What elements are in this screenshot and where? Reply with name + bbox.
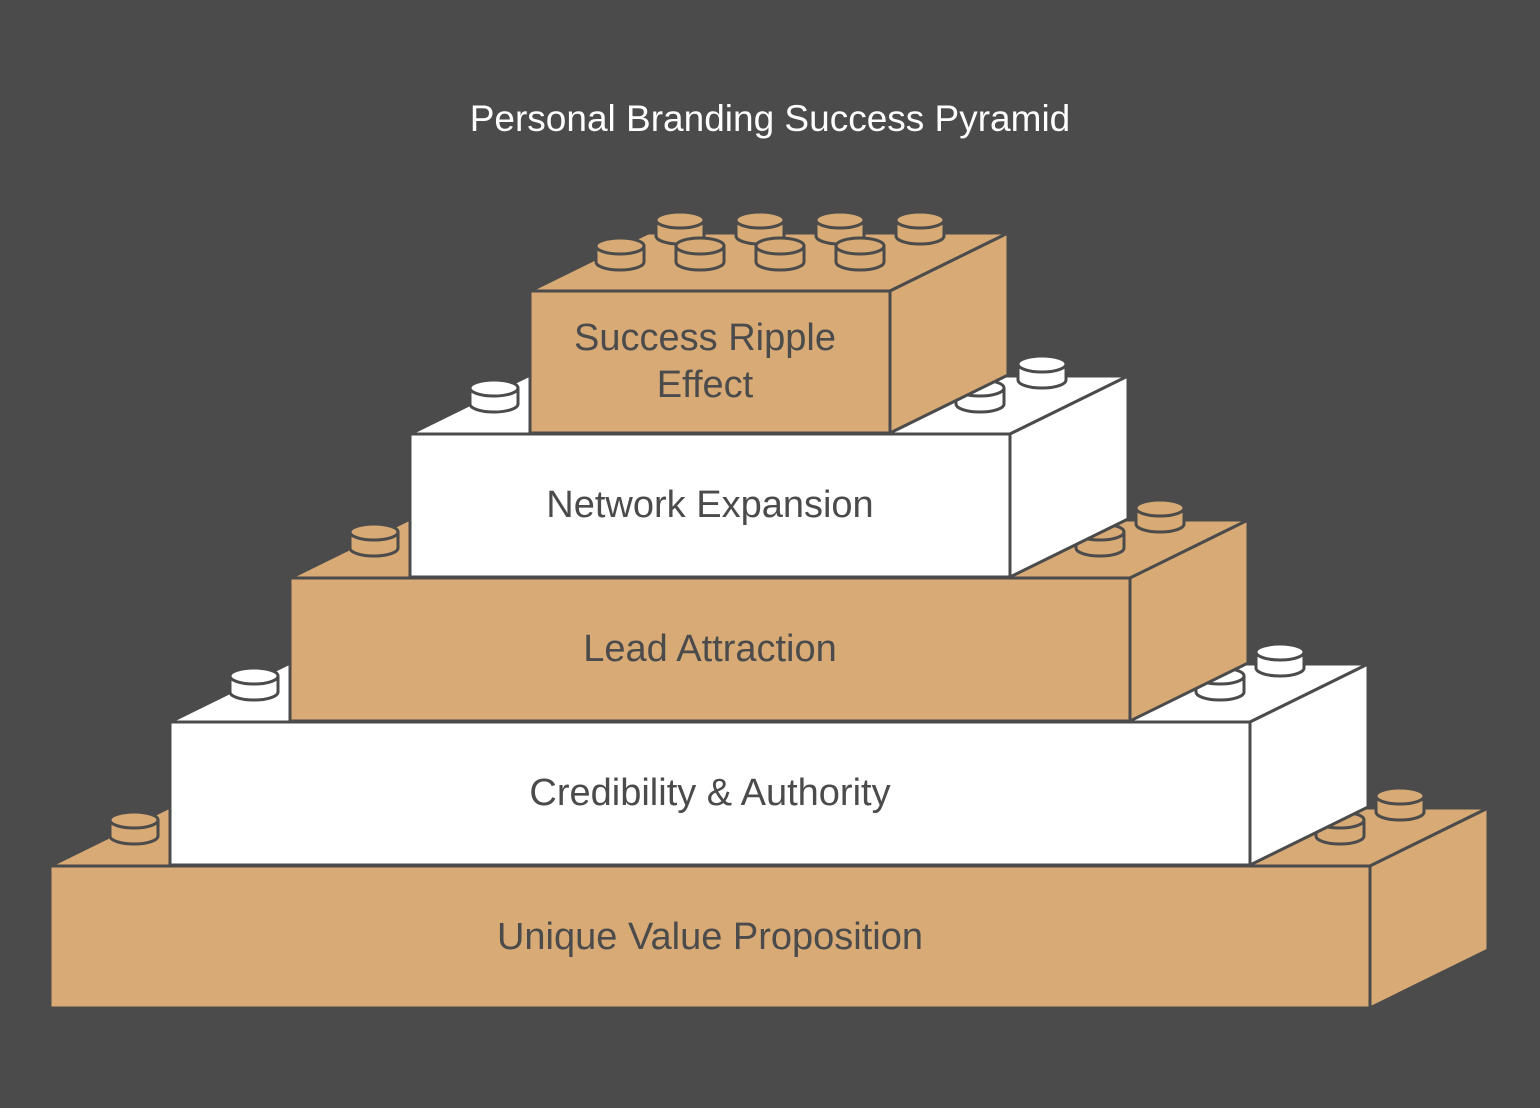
brick-front-face [288,576,1132,723]
stud-top [654,210,706,230]
layer-label-lead-attraction: Lead Attraction [583,627,837,670]
stud-top [1134,498,1186,518]
stud-top [1374,786,1426,806]
layer-label-success-ripple-effect: Success Ripple Effect [574,317,836,406]
stud-top [734,210,786,230]
stud-top [108,810,160,830]
stud-top [1254,642,1306,662]
stud-top [348,522,400,542]
brick-layer-0 [528,210,1010,435]
layer-label-network-expansion: Network Expansion [546,483,874,526]
stud-top [1016,354,1068,374]
page-title: Personal Branding Success Pyramid [469,98,1071,139]
brick-front-face [168,720,1252,867]
stud-top [894,210,946,230]
stud-top [594,236,646,256]
stud-top [814,210,866,230]
stud-top [468,378,520,398]
brick-front-face [48,864,1372,1010]
layer-label-credibility-authority: Credibility & Authority [529,771,891,814]
stud-top [228,666,280,686]
stud-top [834,236,886,256]
brick-front-face [528,289,892,435]
layer-label-unique-value-proposition: Unique Value Proposition [496,915,923,958]
brick-front-face [408,432,1012,579]
stud-top [674,236,726,256]
stud-top [754,236,806,256]
